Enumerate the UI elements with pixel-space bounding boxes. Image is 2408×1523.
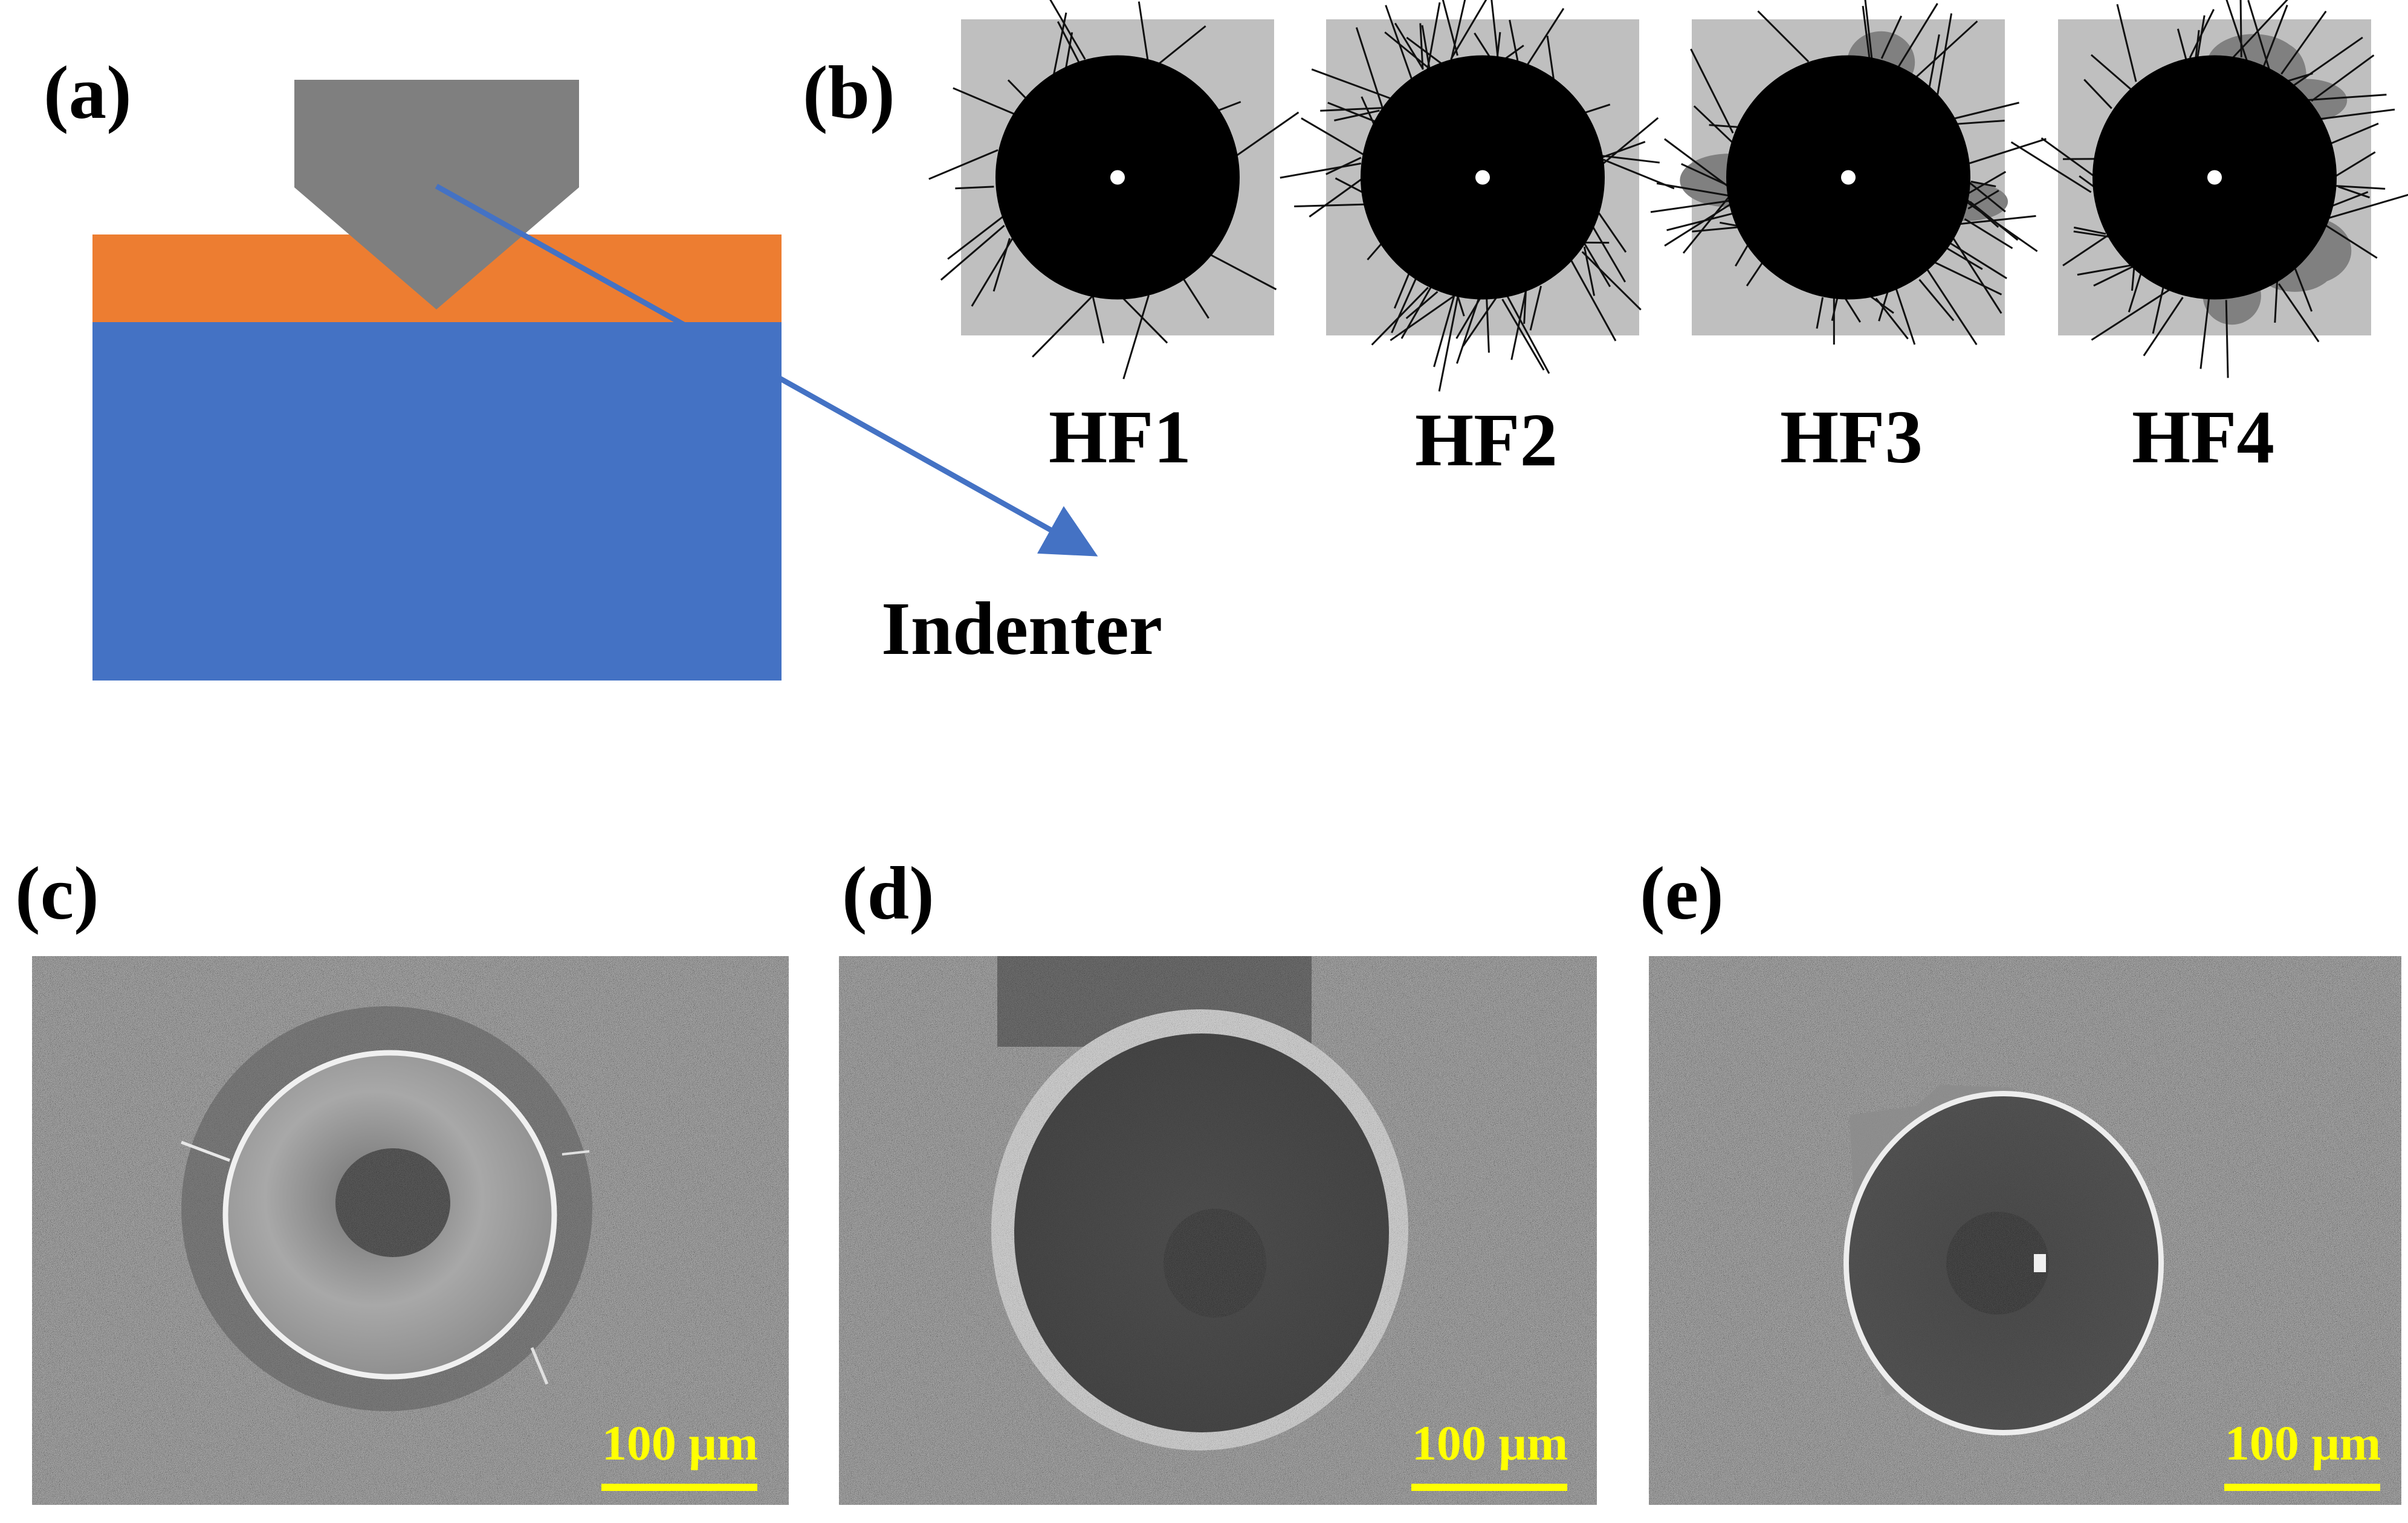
hf1-label: HF1 (1049, 396, 1191, 479)
hf4-label: HF4 (2132, 396, 2274, 479)
indenter-shape (294, 80, 579, 309)
indenter-callout-arrow (435, 184, 1098, 557)
scale-label-c: 100 μm (602, 1415, 758, 1470)
panel-b-label: (b) (803, 51, 895, 135)
panel-b: (b) HF1 HF2 HF3 HF4 (803, 0, 2408, 482)
scale-bar-d (1411, 1484, 1567, 1491)
scale-label-d: 100 μm (1412, 1415, 1568, 1470)
sem-image-d (839, 956, 1597, 1505)
hf2-tile (1280, 0, 1675, 392)
hf-tiles (928, 0, 2408, 392)
scale-label-e: 100 μm (2225, 1415, 2381, 1470)
panel-e: (e) 100 μm (1640, 852, 2401, 1505)
sem-image-e (1649, 956, 2401, 1505)
sem-image-c (32, 956, 789, 1505)
panel-d-label: (d) (842, 852, 934, 936)
panel-a: (a) Indenter (44, 51, 1162, 681)
panel-d: (d) 100 μm (839, 852, 1597, 1505)
hf3-label: HF3 (1780, 396, 1923, 479)
scale-bar-e (2224, 1484, 2380, 1491)
hf2-label: HF2 (1415, 399, 1558, 482)
hf3-tile (1650, 0, 2047, 346)
scale-bar-c (601, 1484, 757, 1491)
hf1-tile (928, 0, 1299, 380)
panel-c-label: (c) (15, 852, 99, 936)
indenter-callout-label: Indenter (881, 587, 1162, 671)
panel-a-label: (a) (44, 51, 132, 135)
panel-c: (c) 100 μm (15, 852, 789, 1505)
hf4-tile (2010, 0, 2408, 378)
substrate-layer (92, 320, 782, 681)
panel-e-label: (e) (1640, 852, 1724, 936)
